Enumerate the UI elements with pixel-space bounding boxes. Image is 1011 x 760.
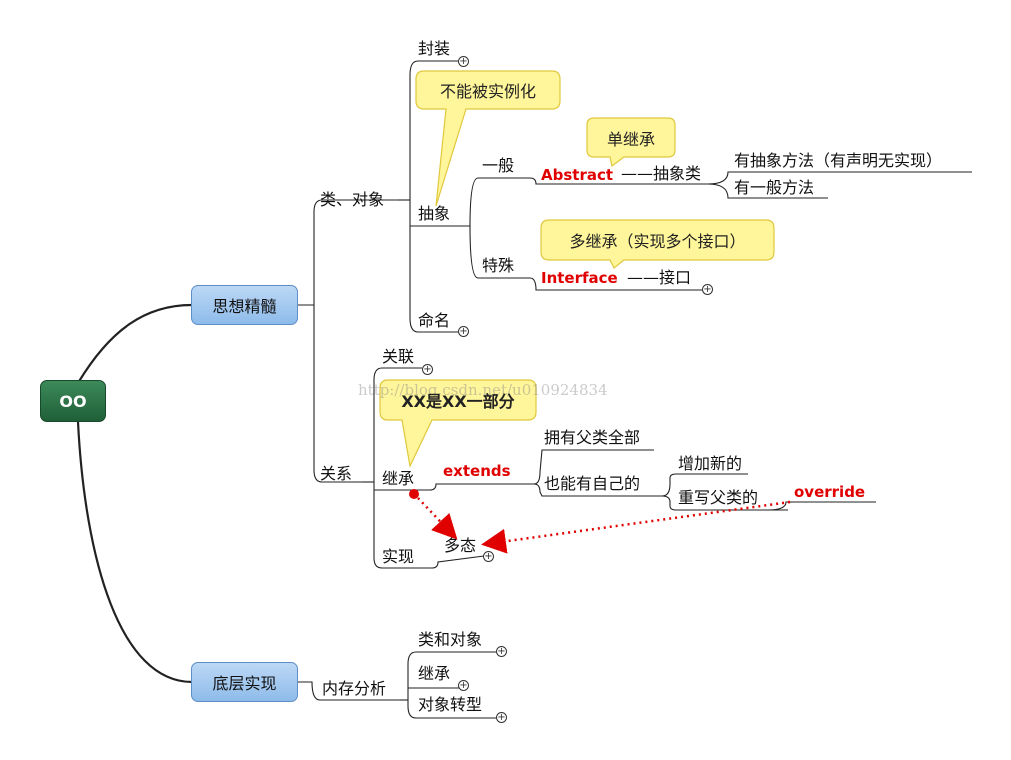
keyword-interface: Interface — [541, 269, 618, 287]
node-shixian[interactable]: 实现 — [382, 547, 415, 566]
node-lei-duixiang[interactable]: 类、对象 — [320, 190, 385, 209]
node-chouxiang[interactable]: 抽象 — [418, 204, 451, 223]
keyword-override: override — [794, 483, 866, 501]
branch-diceng-shixian[interactable]: 底层实现 — [191, 662, 298, 702]
node-zengjia-xinde[interactable]: 增加新的 — [678, 454, 743, 473]
callout-duo-jicheng: 多继承（实现多个接口） — [569, 232, 746, 251]
callout-buneng-shilihua: 不能被实例化 — [439, 82, 536, 101]
branch-sixiang-jingsui[interactable]: 思想精髓 — [191, 285, 298, 325]
node-duotai[interactable]: 多态 — [444, 536, 477, 555]
node-mingming[interactable]: 命名 — [418, 311, 451, 330]
keyword-extends: extends — [443, 462, 511, 480]
node-teshu[interactable]: 特殊 — [482, 256, 515, 275]
node-duixiang-zhuanxing[interactable]: 对象转型 — [418, 695, 483, 714]
callout-dan-jicheng: 单继承 — [606, 129, 655, 149]
root-node-oo[interactable]: OO — [40, 380, 106, 422]
node-yeneng-you-ziji[interactable]: 也能有自己的 — [544, 474, 641, 493]
node-you-yiban-fangfa[interactable]: 有一般方法 — [734, 178, 815, 197]
node-fengzhuang[interactable]: 封装 — [418, 39, 451, 58]
node-lei-he-duixiang[interactable]: 类和对象 — [418, 630, 483, 649]
expand-icon[interactable]: + — [458, 56, 469, 67]
expand-icon[interactable]: + — [702, 284, 713, 295]
node-you-chouxiang-fangfa[interactable]: 有抽象方法（有声明无实现） — [734, 151, 943, 170]
node-diceng-jicheng[interactable]: 继承 — [418, 664, 451, 683]
node-chongxie-fulei[interactable]: 重写父类的 — [678, 488, 759, 507]
node-guanlian[interactable]: 关联 — [382, 347, 415, 366]
keyword-abstract: Abstract — [541, 166, 614, 184]
node-neicun-fenxi[interactable]: 内存分析 — [322, 679, 387, 698]
node-jiekou[interactable]: ——接口 — [627, 268, 692, 287]
node-guanxi[interactable]: 关系 — [320, 464, 353, 483]
node-chouxianglei[interactable]: ——抽象类 — [621, 164, 702, 183]
expand-icon[interactable]: + — [483, 551, 494, 562]
expand-icon[interactable]: + — [496, 646, 507, 657]
node-yongyou-fulei-quanbu[interactable]: 拥有父类全部 — [544, 428, 641, 447]
watermark: http://blog.csdn.net/u010924834 — [358, 381, 608, 399]
expand-icon[interactable]: + — [422, 364, 433, 375]
node-yiban[interactable]: 一般 — [482, 156, 515, 175]
expand-icon[interactable]: + — [458, 680, 469, 691]
expand-icon[interactable]: + — [458, 326, 469, 337]
node-jicheng[interactable]: 继承 — [382, 469, 415, 488]
expand-icon[interactable]: + — [496, 712, 507, 723]
callout-xx-shi-xx-yibufen: XX是XX一部分 — [401, 392, 515, 411]
